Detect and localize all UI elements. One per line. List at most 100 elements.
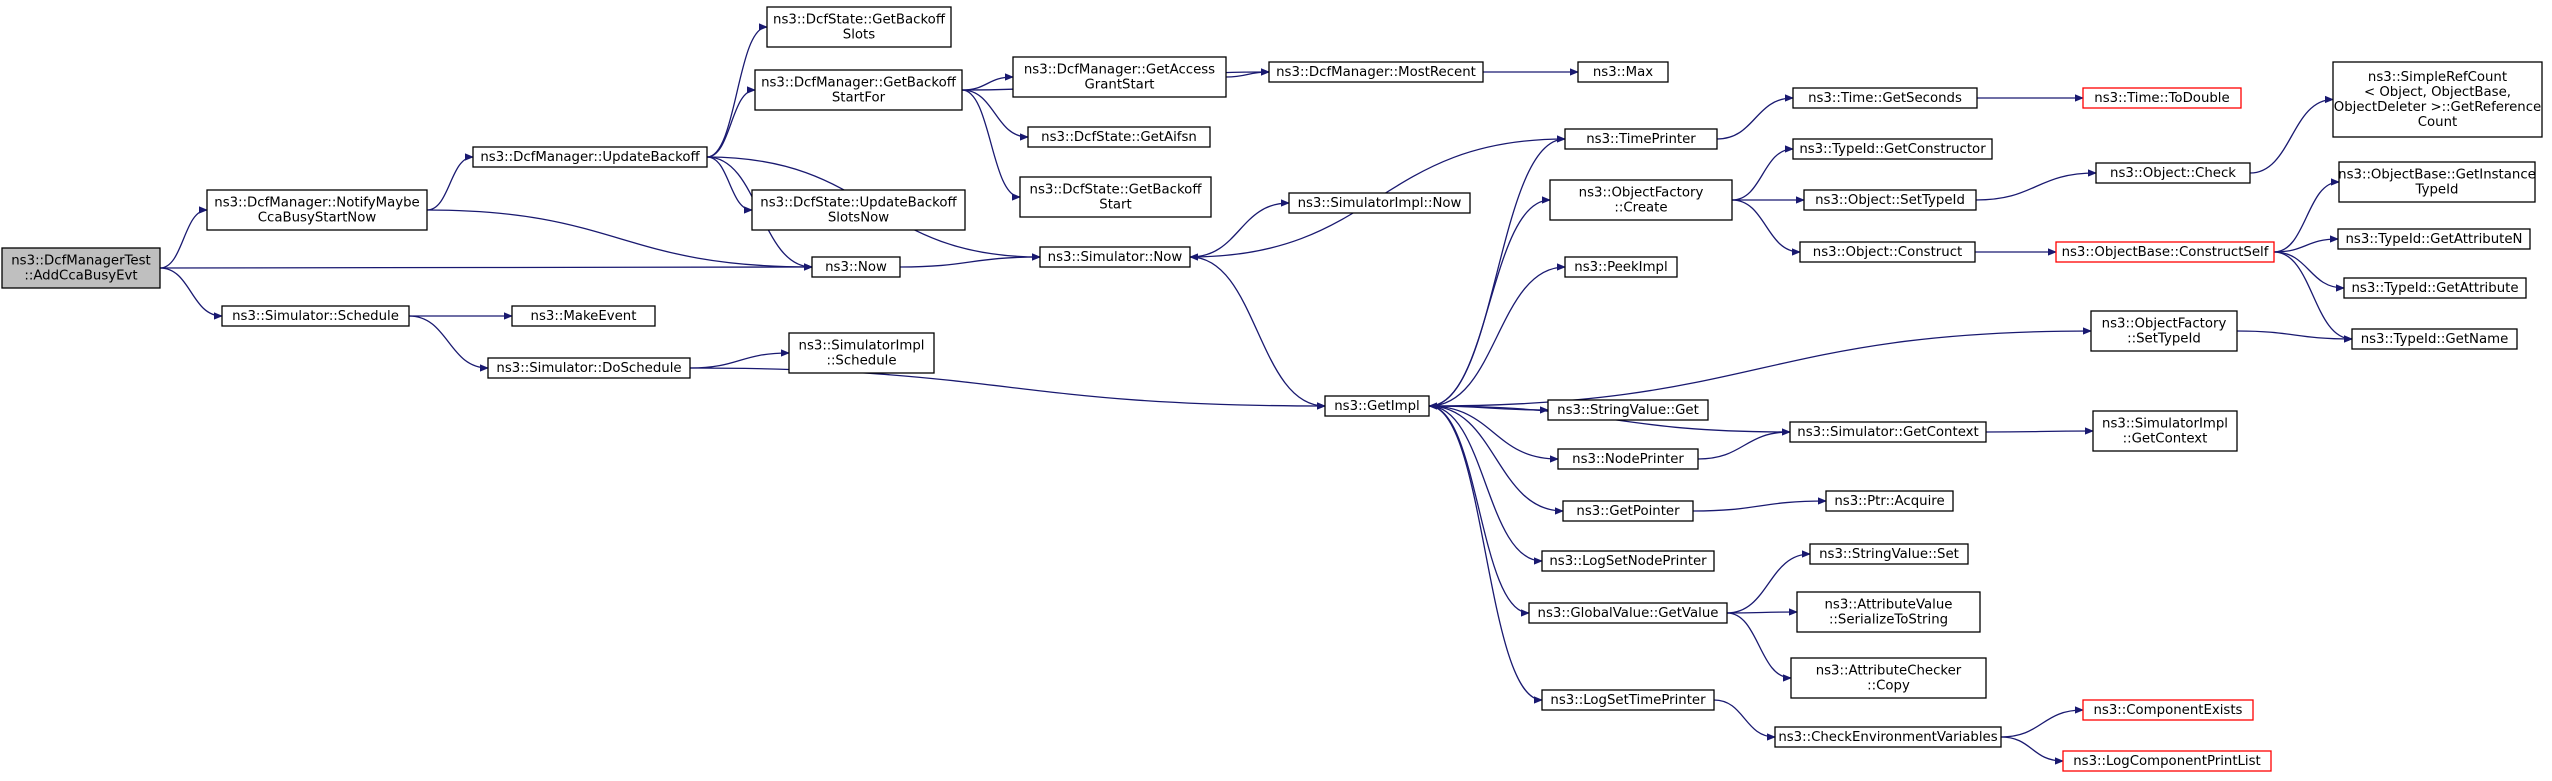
node-objectfactory-settypeid[interactable]: ns3::ObjectFactory::SetTypeId bbox=[2090, 310, 2238, 352]
node-box bbox=[754, 69, 963, 111]
call-edge bbox=[1225, 72, 1269, 78]
node-dcfmanager-notifymaybe-ccabusystartnow[interactable]: ns3::DcfManager::NotifyMaybeCcaBusyStart… bbox=[206, 189, 428, 231]
node-simulator-doschedule[interactable]: ns3::Simulator::DoSchedule bbox=[487, 357, 691, 379]
node-time-todouble[interactable]: ns3::Time::ToDouble bbox=[2082, 87, 2242, 109]
node-object-construct[interactable]: ns3::Object::Construct bbox=[1799, 241, 1976, 263]
node-label: ns3::DcfState::UpdateBackoff bbox=[760, 196, 957, 211]
node-logsettimeprinter[interactable]: ns3::LogSetTimePrinter bbox=[1541, 689, 1715, 711]
node-typeid-getname[interactable]: ns3::TypeId::GetName bbox=[2351, 328, 2518, 350]
node-box bbox=[1027, 126, 1211, 148]
node-box bbox=[2337, 228, 2531, 250]
node-object-check[interactable]: ns3::Object::Check bbox=[2095, 162, 2251, 184]
node-dcfmanager-mostrecent[interactable]: ns3::DcfManager::MostRecent bbox=[1268, 61, 1484, 83]
node-simulatorimpl-now[interactable]: ns3::SimulatorImpl::Now bbox=[1288, 192, 1471, 214]
node-label: Start bbox=[1099, 198, 1131, 213]
call-edge bbox=[961, 89, 1028, 137]
node-stringvalue-get[interactable]: ns3::StringValue::Get bbox=[1547, 399, 1709, 421]
node-label: ns3::GetPointer bbox=[1576, 504, 1680, 519]
node-label: ns3::TypeId::GetAttribute bbox=[2351, 281, 2518, 296]
node-label: ns3::SimulatorImpl::Now bbox=[1298, 196, 1462, 211]
node-componentexists[interactable]: ns3::ComponentExists bbox=[2082, 699, 2254, 721]
node-attributechecker-copy[interactable]: ns3::AttributeChecker::Copy bbox=[1790, 657, 1987, 699]
node-simulatorimpl-getcontext[interactable]: ns3::SimulatorImpl::GetContext bbox=[2092, 410, 2238, 452]
node-label: ns3::Max bbox=[1593, 65, 1653, 80]
node-getpointer[interactable]: ns3::GetPointer bbox=[1562, 500, 1694, 522]
node-dcfstate-getaifsn[interactable]: ns3::DcfState::GetAifsn bbox=[1027, 126, 1211, 148]
node-label: ns3::LogSetNodePrinter bbox=[1549, 554, 1707, 569]
node-box bbox=[2092, 410, 2238, 452]
node-label: ns3::StringValue::Set bbox=[1819, 547, 1959, 562]
node-timeprinter[interactable]: ns3::TimePrinter bbox=[1564, 128, 1718, 150]
node-box bbox=[1796, 591, 1981, 633]
node-label: TypeId bbox=[2415, 183, 2459, 198]
node-makeevent[interactable]: ns3::MakeEvent bbox=[511, 305, 656, 327]
node-box bbox=[2082, 699, 2254, 721]
node-object-settypeid[interactable]: ns3::Object::SetTypeId bbox=[1803, 189, 1977, 211]
node-box bbox=[1039, 246, 1191, 268]
node-label: ns3::SimulatorImpl bbox=[799, 339, 925, 354]
node-objectfactory-create[interactable]: ns3::ObjectFactory::Create bbox=[1549, 179, 1733, 221]
node-now[interactable]: ns3::Now bbox=[811, 256, 901, 278]
call-edge bbox=[706, 27, 768, 158]
node-label: ns3::NodePrinter bbox=[1572, 452, 1684, 467]
node-label: ns3::Simulator::DoSchedule bbox=[496, 361, 681, 376]
call-edge bbox=[1726, 612, 1797, 613]
node-box bbox=[221, 305, 410, 327]
node-peekimpl[interactable]: ns3::PeekImpl bbox=[1564, 256, 1678, 278]
call-edge bbox=[1428, 405, 1558, 459]
node-ptr-acquire[interactable]: ns3::Ptr::Acquire bbox=[1825, 490, 1954, 512]
node-box bbox=[1288, 192, 1471, 214]
node-box bbox=[1557, 448, 1699, 470]
node-typeid-getconstructor[interactable]: ns3::TypeId::GetConstructor bbox=[1792, 138, 1993, 160]
node-box bbox=[1803, 189, 1977, 211]
node-objectbase-constructself[interactable]: ns3::ObjectBase::ConstructSelf bbox=[2055, 241, 2275, 263]
node-checkenvironmentvariables[interactable]: ns3::CheckEnvironmentVariables bbox=[1774, 726, 2002, 748]
node-stringvalue-set[interactable]: ns3::StringValue::Set bbox=[1809, 543, 1969, 565]
node-box bbox=[2343, 277, 2527, 299]
node-label: ::Create bbox=[1614, 201, 1667, 216]
node-simulator-now[interactable]: ns3::Simulator::Now bbox=[1039, 246, 1191, 268]
node-dcfmanagertest-addccabusyevt[interactable]: ns3::DcfManagerTest::AddCcaBusyEvt bbox=[1, 247, 161, 289]
node-label: ::GetContext bbox=[2123, 432, 2208, 447]
node-simulator-schedule[interactable]: ns3::Simulator::Schedule bbox=[221, 305, 410, 327]
node-globalvalue-getvalue[interactable]: ns3::GlobalValue::GetValue bbox=[1528, 602, 1728, 624]
node-time-getseconds[interactable]: ns3::Time::GetSeconds bbox=[1792, 87, 1978, 109]
node-simulatorimpl-schedule[interactable]: ns3::SimulatorImpl::Schedule bbox=[788, 332, 935, 374]
call-edge bbox=[2273, 251, 2344, 288]
node-simplerefcount-object-objectbase-objectdeleter-getreference-count[interactable]: ns3::SimpleRefCount< Object, ObjectBase,… bbox=[2332, 61, 2543, 138]
node-label: ns3::StringValue::Get bbox=[1557, 403, 1699, 418]
node-max[interactable]: ns3::Max bbox=[1577, 61, 1669, 83]
node-box bbox=[1, 247, 161, 289]
node-box bbox=[1809, 543, 1969, 565]
call-edge bbox=[2000, 710, 2083, 738]
call-edge bbox=[1428, 405, 1542, 700]
node-label: ns3::TypeId::GetName bbox=[2361, 332, 2509, 347]
node-getimpl[interactable]: ns3::GetImpl bbox=[1324, 395, 1430, 417]
call-edge bbox=[1428, 331, 2091, 407]
call-edge bbox=[961, 89, 1021, 197]
node-attributevalue-serializetostring[interactable]: ns3::AttributeValue::SerializeToString bbox=[1796, 591, 1981, 633]
node-box bbox=[511, 305, 656, 327]
node-typeid-getattribute[interactable]: ns3::TypeId::GetAttribute bbox=[2343, 277, 2527, 299]
node-dcfmanager-updatebackoff[interactable]: ns3::DcfManager::UpdateBackoff bbox=[472, 146, 708, 168]
node-box bbox=[1792, 138, 1993, 160]
node-label: ns3::LogComponentPrintList bbox=[2073, 754, 2261, 769]
node-label: ns3::PeekImpl bbox=[1574, 260, 1667, 275]
node-label: ns3::DcfManager::GetAccess bbox=[1024, 63, 1215, 78]
call-edge bbox=[1716, 98, 1793, 140]
node-logcomponentprintlist[interactable]: ns3::LogComponentPrintList bbox=[2062, 750, 2272, 772]
node-simulator-getcontext[interactable]: ns3::Simulator::GetContext bbox=[1789, 421, 1987, 443]
node-nodeprinter[interactable]: ns3::NodePrinter bbox=[1557, 448, 1699, 470]
call-edge bbox=[689, 367, 1325, 406]
node-label: ns3::SimpleRefCount bbox=[2368, 70, 2507, 85]
node-label: ObjectDeleter >::GetReference bbox=[2334, 100, 2541, 115]
node-label: ns3::Simulator::Now bbox=[1048, 250, 1183, 265]
node-logsetnodeprinter[interactable]: ns3::LogSetNodePrinter bbox=[1541, 550, 1715, 572]
node-typeid-getattributen[interactable]: ns3::TypeId::GetAttributeN bbox=[2337, 228, 2531, 250]
